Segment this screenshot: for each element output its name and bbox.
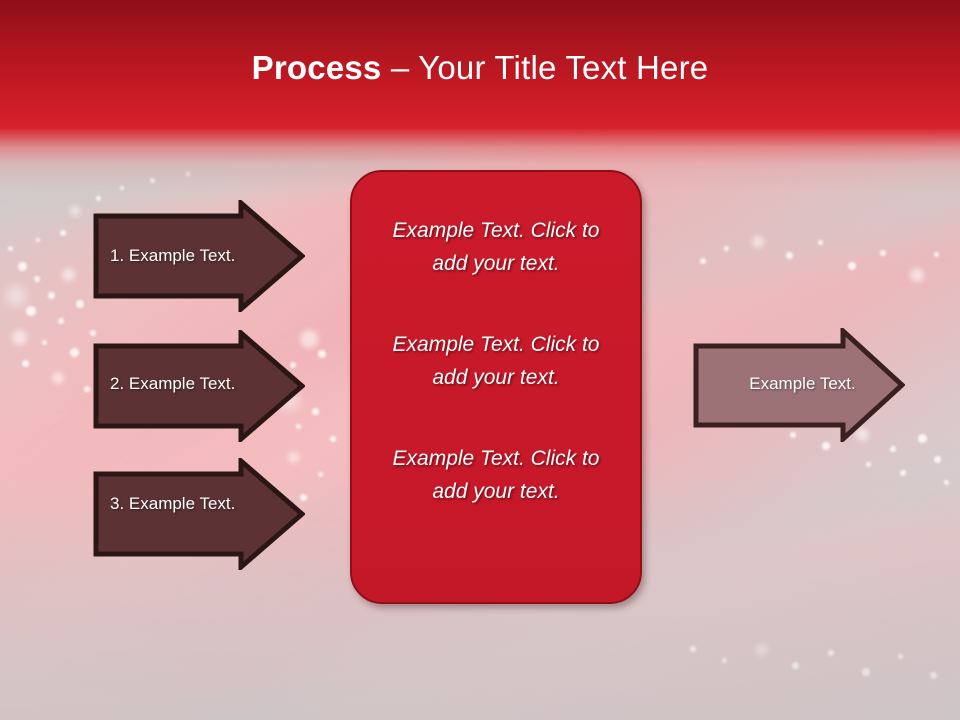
process-step-arrow-3[interactable] — [93, 458, 305, 570]
page-title-rest: – Your Title Text Here — [381, 49, 709, 86]
process-output-arrow[interactable] — [693, 328, 905, 442]
title-banner — [0, 0, 960, 129]
center-box-paragraph-1: Example Text. Click to add your text. — [392, 219, 600, 275]
center-box-paragraph-2: Example Text. Click to add your text. — [392, 333, 600, 389]
process-step-arrow-2[interactable] — [93, 330, 305, 442]
center-content-box[interactable]: Example Text. Click to add your text. Ex… — [350, 170, 642, 604]
page-title: Process – Your Title Text Here — [0, 48, 960, 88]
center-box-paragraph-3: Example Text. Click to add your text. — [392, 447, 600, 503]
process-step-arrow-1[interactable] — [93, 200, 305, 312]
page-title-strong: Process — [251, 49, 382, 86]
